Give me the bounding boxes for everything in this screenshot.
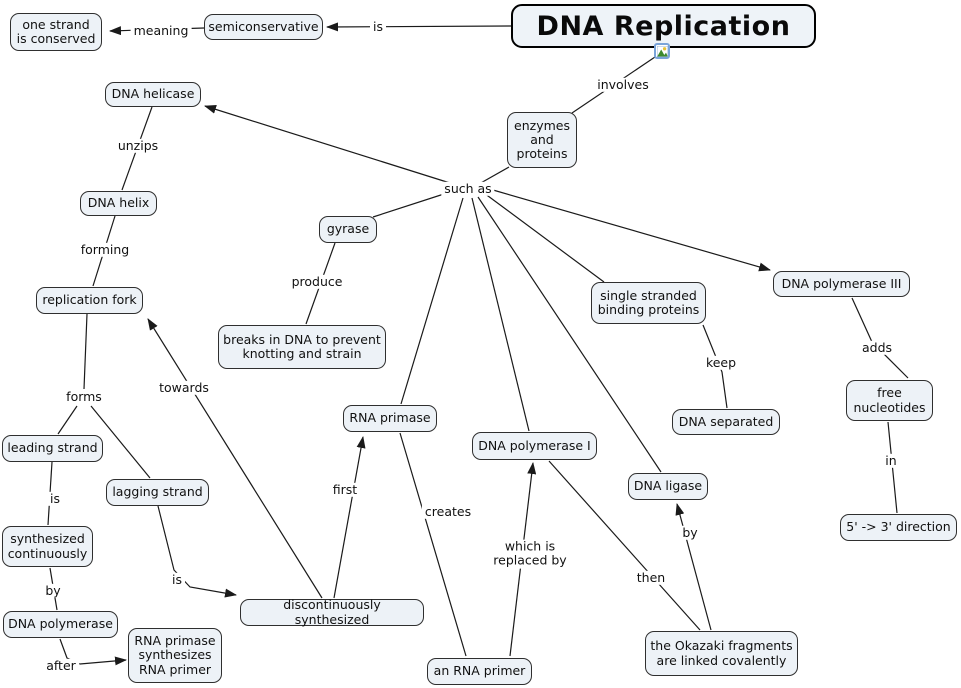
link-label-such-as[interactable]: such as — [441, 181, 495, 197]
concept-one-strand-conserved[interactable]: one strand is conserved — [10, 13, 102, 51]
link-label-first[interactable]: first — [329, 482, 361, 498]
edge-primase-to-rna-primer — [399, 432, 467, 657]
concept-dna-helicase[interactable]: DNA helicase — [105, 82, 201, 107]
concept-rna-primase-synthesizes[interactable]: RNA primase synthesizes RNA primer — [128, 628, 222, 683]
edge-suchas-to-gyrase — [372, 192, 448, 218]
link-label-which-is-replaced-by[interactable]: which is replaced by — [490, 539, 570, 569]
concept-dna-helix[interactable]: DNA helix — [80, 191, 157, 216]
concept-lagging-strand[interactable]: lagging strand — [106, 479, 209, 506]
edge-suchas-to-dna-pol-i — [471, 197, 530, 432]
edge-dna-pol-i-to-okazaki — [548, 460, 701, 631]
edge-discontinuous-to-rna-primase — [333, 436, 366, 599]
concept-replication-fork[interactable]: replication fork — [36, 287, 143, 314]
concept-an-rna-primer[interactable]: an RNA primer — [427, 658, 532, 685]
edge-forms-to-lagging — [90, 405, 151, 479]
link-label-creates[interactable]: creates — [421, 504, 475, 520]
map-title-dna-replication[interactable]: DNA Replication — [511, 4, 816, 48]
edge-discontinuous-to-fork — [147, 318, 323, 599]
concept-dna-polymerase[interactable]: DNA polymerase — [3, 611, 118, 638]
concept-dna-separated[interactable]: DNA separated — [672, 409, 780, 435]
link-label-is-leading[interactable]: is — [47, 491, 63, 507]
link-label-after[interactable]: after — [43, 658, 79, 674]
concept-dna-polymerase-i[interactable]: DNA polymerase I — [472, 432, 597, 460]
edge-title-to-semiconservative — [326, 22, 512, 32]
link-label-forming[interactable]: forming — [77, 242, 133, 258]
link-label-then[interactable]: then — [633, 570, 669, 586]
edge-suchas-to-ssbp — [483, 192, 605, 283]
edge-suchas-to-dna-helicase — [204, 105, 451, 184]
link-label-by-okazaki[interactable]: by — [679, 525, 701, 541]
concept-single-stranded-binding-proteins[interactable]: single stranded binding proteins — [591, 282, 706, 324]
concept-rna-primase[interactable]: RNA primase — [343, 405, 437, 432]
concept-direction-5-3[interactable]: 5' -> 3' direction — [840, 514, 957, 541]
edge-suchas-to-dna-ligase — [477, 196, 662, 473]
link-label-in[interactable]: in — [882, 453, 900, 469]
link-label-by-continuous[interactable]: by — [42, 583, 64, 599]
edge-ssbp-to-separated — [702, 324, 728, 409]
image-resource-icon[interactable] — [654, 43, 670, 59]
concept-gyrase[interactable]: gyrase — [319, 216, 377, 243]
link-label-involves[interactable]: involves — [594, 77, 652, 93]
concept-free-nucleotides[interactable]: free nucleotides — [846, 380, 933, 421]
concept-dna-polymerase-iii[interactable]: DNA polymerase III — [773, 271, 910, 297]
link-label-is-lagging[interactable]: is — [169, 572, 185, 588]
link-label-meaning[interactable]: meaning — [130, 23, 192, 39]
link-label-forms[interactable]: forms — [63, 389, 105, 405]
concept-discontinuously-synthesized[interactable]: discontinuously synthesized — [240, 598, 424, 626]
edge-forms-to-leading — [57, 405, 78, 435]
concept-enzymes-proteins[interactable]: enzymes and proteins — [507, 112, 577, 168]
edge-suchas-to-dna-pol-iii — [492, 189, 771, 272]
link-label-adds[interactable]: adds — [858, 340, 896, 356]
edge-suchas-to-rna-primase — [400, 197, 464, 405]
concept-leading-strand[interactable]: leading strand — [2, 435, 103, 462]
link-label-towards[interactable]: towards — [156, 380, 212, 396]
edge-pol-iii-to-nucleotides — [851, 297, 909, 379]
edge-fork-to-forms — [83, 313, 88, 390]
concept-synthesized-continuously[interactable]: synthesized continuously — [2, 526, 93, 567]
concept-breaks-in-dna[interactable]: breaks in DNA to prevent knotting and st… — [218, 325, 386, 369]
edge-enzymes-to-suchas — [478, 166, 510, 185]
concept-okazaki-fragments[interactable]: the Okazaki fragments are linked covalen… — [645, 631, 798, 676]
image-resource-glyph — [656, 45, 668, 57]
edge-okazaki-to-ligase — [675, 503, 712, 631]
link-label-produce[interactable]: produce — [288, 274, 346, 290]
concept-semiconservative[interactable]: semiconservative — [204, 14, 323, 40]
link-label-unzips[interactable]: unzips — [114, 138, 162, 154]
concept-dna-ligase[interactable]: DNA ligase — [628, 473, 708, 500]
link-label-is-title[interactable]: is — [370, 19, 386, 35]
link-label-keep[interactable]: keep — [702, 355, 740, 371]
